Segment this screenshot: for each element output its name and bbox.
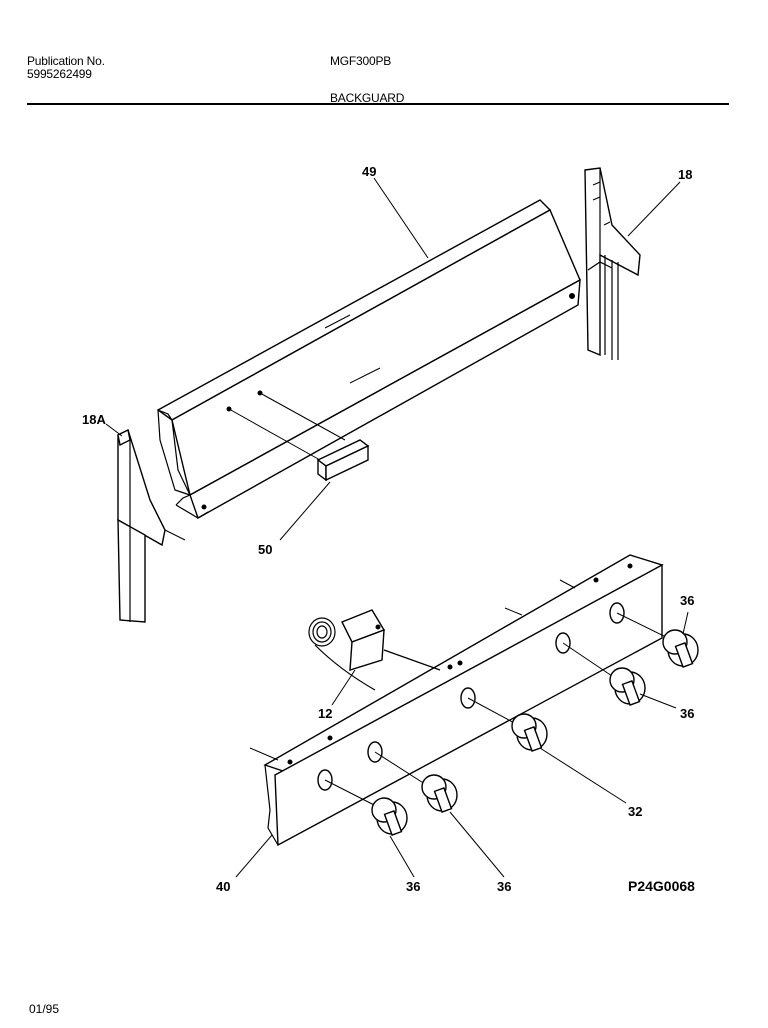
control-knob-icon	[662, 629, 699, 668]
publication-number: 5995262499	[27, 67, 92, 81]
callout-50: 50	[258, 542, 272, 557]
leader-lines	[105, 177, 689, 878]
control-knob-icon	[421, 774, 458, 813]
thermostat-part	[308, 609, 441, 691]
callout-12: 12	[318, 706, 332, 721]
control-panel-part	[249, 554, 673, 847]
footer-date: 01/95	[29, 1002, 60, 1016]
callout-49: 49	[362, 164, 376, 179]
callout-40: 40	[216, 879, 230, 894]
backguard-panel-part	[156, 199, 581, 520]
callout-36-bottom-left: 36	[406, 879, 420, 894]
figure-id: P24G0068	[628, 878, 695, 894]
callout-36-right: 36	[680, 706, 694, 721]
callout-18: 18	[678, 167, 692, 182]
control-knob-icon	[371, 797, 408, 836]
control-knob-icon	[609, 667, 646, 706]
clip-part-50	[316, 439, 370, 482]
end-bracket-right-part	[584, 167, 641, 360]
callout-36-bottom-right: 36	[497, 879, 511, 894]
publication-label: Publication No.	[27, 54, 105, 68]
section-title: BACKGUARD	[330, 91, 405, 105]
callout-36-top: 36	[680, 593, 694, 608]
model-number: MGF300PB	[330, 54, 392, 68]
header-rule	[27, 103, 729, 105]
control-knob-icon	[511, 713, 548, 752]
callout-32: 32	[628, 804, 642, 819]
callout-18a: 18A	[82, 412, 106, 427]
end-bracket-left-part	[117, 428, 186, 623]
